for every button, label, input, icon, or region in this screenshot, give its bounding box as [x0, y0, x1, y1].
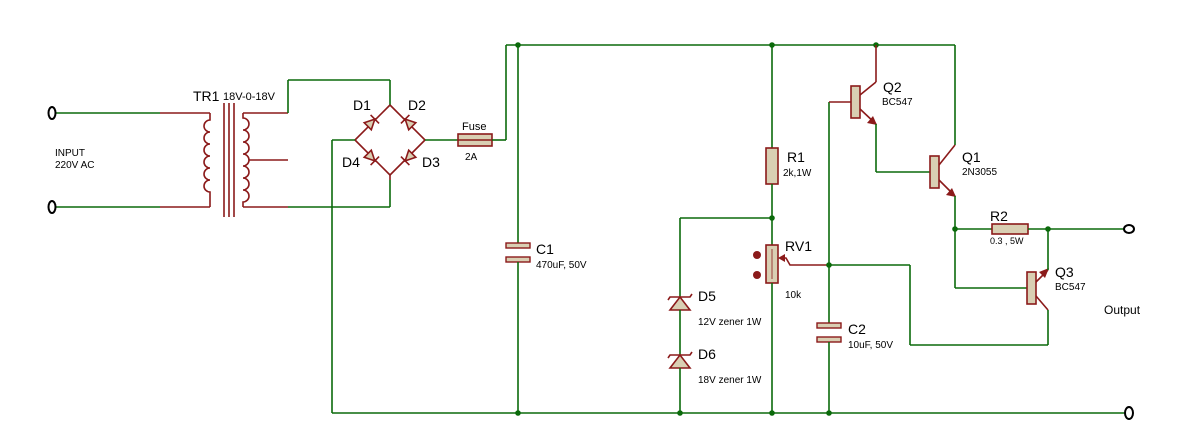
d1-label: D1: [353, 97, 371, 113]
q3-emitter-arrow: [1039, 268, 1049, 278]
node-r2-in: [952, 226, 958, 232]
c2-plate-top: [816, 322, 842, 329]
zener-chain: D5 12V zener 1W D6 18V zener 1W: [667, 217, 772, 413]
input-section: INPUT 220V AC: [47, 106, 210, 214]
q3-name: Q3: [1055, 264, 1074, 280]
transformer-tr1: TR1 18V-0-18V: [193, 88, 288, 217]
output-label: Output: [1104, 303, 1141, 317]
rv1-name: RV1: [785, 238, 812, 254]
q3-value: BC547: [1055, 282, 1086, 293]
input-title: INPUT: [55, 148, 85, 159]
d3-label: D3: [422, 154, 440, 170]
r2-value: 0.3 , 5W: [990, 236, 1024, 246]
resistor-r2: R2 0.3 , 5W: [952, 208, 1125, 246]
tr1-name: TR1: [193, 88, 220, 104]
c1-name: C1: [536, 241, 554, 257]
q1-emitter-arrow: [946, 188, 956, 197]
rv1-wiper-wire: [780, 257, 829, 266]
diode-d1: [362, 114, 380, 132]
capacitor-c1: C1 470uF, 50V: [505, 45, 587, 413]
fuse: Fuse 2A: [457, 45, 507, 163]
c2-value: 10uF, 50V: [848, 340, 893, 351]
q2-body: [850, 85, 861, 119]
q2-collector: [859, 81, 877, 96]
rv1-pin-1: [753, 251, 761, 259]
fuse-value: 2A: [465, 152, 478, 163]
output-terminal-ground[interactable]: [1124, 406, 1134, 420]
q2-value: BC547: [882, 97, 913, 108]
diode-d2: [400, 114, 418, 132]
transistor-q2: Q2 BC547: [826, 45, 930, 323]
input-voltage: 220V AC: [55, 160, 94, 171]
resistor-r1: R1 2k,1W: [765, 45, 812, 245]
c1-plate-bottom: [505, 256, 531, 263]
transistor-q1: Q1 2N3055: [929, 144, 997, 288]
fuse-name: Fuse: [462, 121, 486, 133]
tr1-primary-coil: [203, 113, 211, 207]
q1-name: Q1: [962, 149, 981, 165]
rv1-value: 10k: [785, 290, 802, 301]
q1-collector: [938, 144, 956, 166]
r1-body: [765, 147, 779, 185]
c1-value: 470uF, 50V: [536, 260, 587, 271]
c2-name: C2: [848, 321, 866, 337]
q2-emitter-arrow: [867, 116, 877, 125]
zener-d6: [667, 351, 693, 369]
diode-d3: [400, 148, 418, 166]
potentiometer-rv1: RV1 10k: [753, 238, 829, 413]
d2-label: D2: [408, 97, 426, 113]
r1-name: R1: [787, 149, 805, 165]
rv1-pin-2: [753, 271, 761, 279]
tr1-value: 18V-0-18V: [223, 91, 276, 103]
output-terminal-positive[interactable]: [1123, 224, 1135, 234]
output-section: Output: [1104, 224, 1141, 420]
q1-body: [929, 155, 940, 189]
q1-value: 2N3055: [962, 167, 997, 178]
d4-label: D4: [342, 154, 360, 170]
diode-d4: [362, 148, 380, 166]
input-terminal-bottom[interactable]: [47, 200, 57, 214]
q3-collector: [1035, 295, 1049, 311]
bridge-rectifier: D1 D2 D4 D3: [287, 79, 458, 413]
d5-value: 12V zener 1W: [698, 317, 762, 328]
input-terminal-top[interactable]: [47, 106, 57, 120]
c2-plate-bottom: [816, 336, 842, 343]
d5-name: D5: [698, 288, 716, 304]
transistor-q3: Q3 BC547: [829, 229, 1086, 346]
zener-d5: [667, 293, 693, 311]
r2-body: [991, 223, 1029, 235]
rv1-wiper-arrow: [778, 254, 785, 262]
d6-name: D6: [698, 346, 716, 362]
q2-name: Q2: [883, 79, 902, 95]
r2-name: R2: [990, 208, 1008, 224]
capacitor-c2: C2 10uF, 50V: [816, 321, 893, 413]
d6-value: 18V zener 1W: [698, 375, 762, 386]
c1-plate-top: [505, 242, 531, 249]
r1-value: 2k,1W: [783, 168, 812, 179]
q3-body: [1026, 271, 1037, 305]
tr1-secondary-coil: [242, 113, 250, 207]
